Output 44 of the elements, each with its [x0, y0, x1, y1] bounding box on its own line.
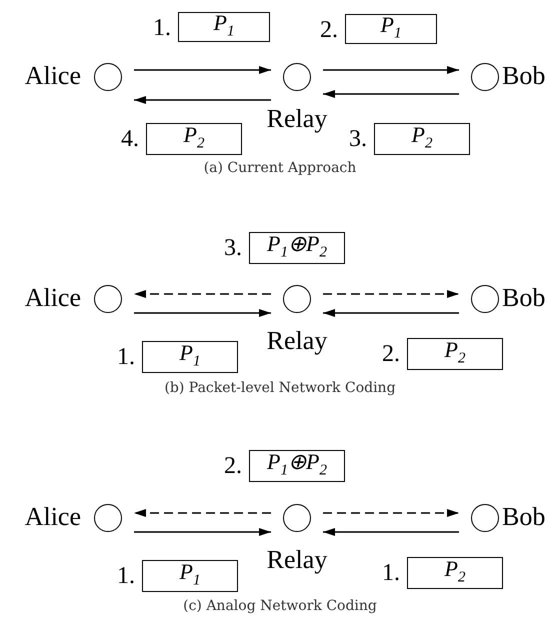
step-number: 1. — [117, 564, 135, 588]
dashed-arrow — [323, 509, 459, 517]
node-label: Relay — [266, 328, 328, 354]
node-label: Relay — [266, 106, 328, 132]
step-number: 4. — [121, 127, 139, 151]
packet-label: P$_{1}$ — [212, 12, 236, 40]
packet-label: P$_{1}$⊕P$_{2}$ — [266, 232, 328, 260]
node-label: Alice — [24, 504, 81, 530]
packet-label: P$_{1}$ — [380, 14, 402, 42]
step-number: 2. — [320, 18, 338, 42]
dashed-arrow — [134, 509, 271, 517]
packet-label: P$_{2}$ — [182, 124, 206, 152]
caption: (c) Analog Network Coding — [182, 598, 378, 614]
step-number: 3. — [224, 236, 242, 260]
arrow — [134, 309, 271, 317]
node-label: Bob — [502, 285, 546, 311]
packet-label: P$_{2}$ — [444, 338, 466, 366]
step-number: 2. — [224, 454, 242, 478]
caption: (b) Packet-level Network Coding — [163, 380, 397, 396]
step-number: 1. — [153, 16, 171, 40]
packet-label: P$_{2}$ — [444, 558, 466, 586]
caption: (a) Current Approach — [202, 160, 358, 176]
arrow — [134, 528, 271, 536]
node-label: Alice — [24, 285, 81, 311]
packet-label: P$_{2}$ — [410, 124, 434, 152]
arrow — [323, 528, 459, 536]
step-number: 1. — [382, 561, 400, 585]
dashed-arrow — [134, 290, 271, 298]
arrow — [134, 66, 271, 74]
node-label: Bob — [502, 63, 546, 89]
step-number: 2. — [382, 342, 400, 366]
arrow — [323, 90, 459, 98]
step-number: 1. — [117, 345, 135, 369]
node-label: Bob — [502, 504, 546, 530]
node-label: Alice — [24, 63, 81, 89]
packet-label: P$_{1}$ — [178, 560, 202, 588]
arrow — [323, 66, 459, 74]
packet-label: P$_{1}$ — [178, 342, 202, 370]
dashed-arrow — [323, 290, 459, 298]
arrow — [323, 309, 459, 317]
packet-label: P$_{1}$⊕P$_{2}$ — [266, 450, 328, 478]
step-number: 3. — [349, 127, 367, 151]
arrow — [134, 96, 271, 104]
node-label: Relay — [266, 547, 328, 573]
